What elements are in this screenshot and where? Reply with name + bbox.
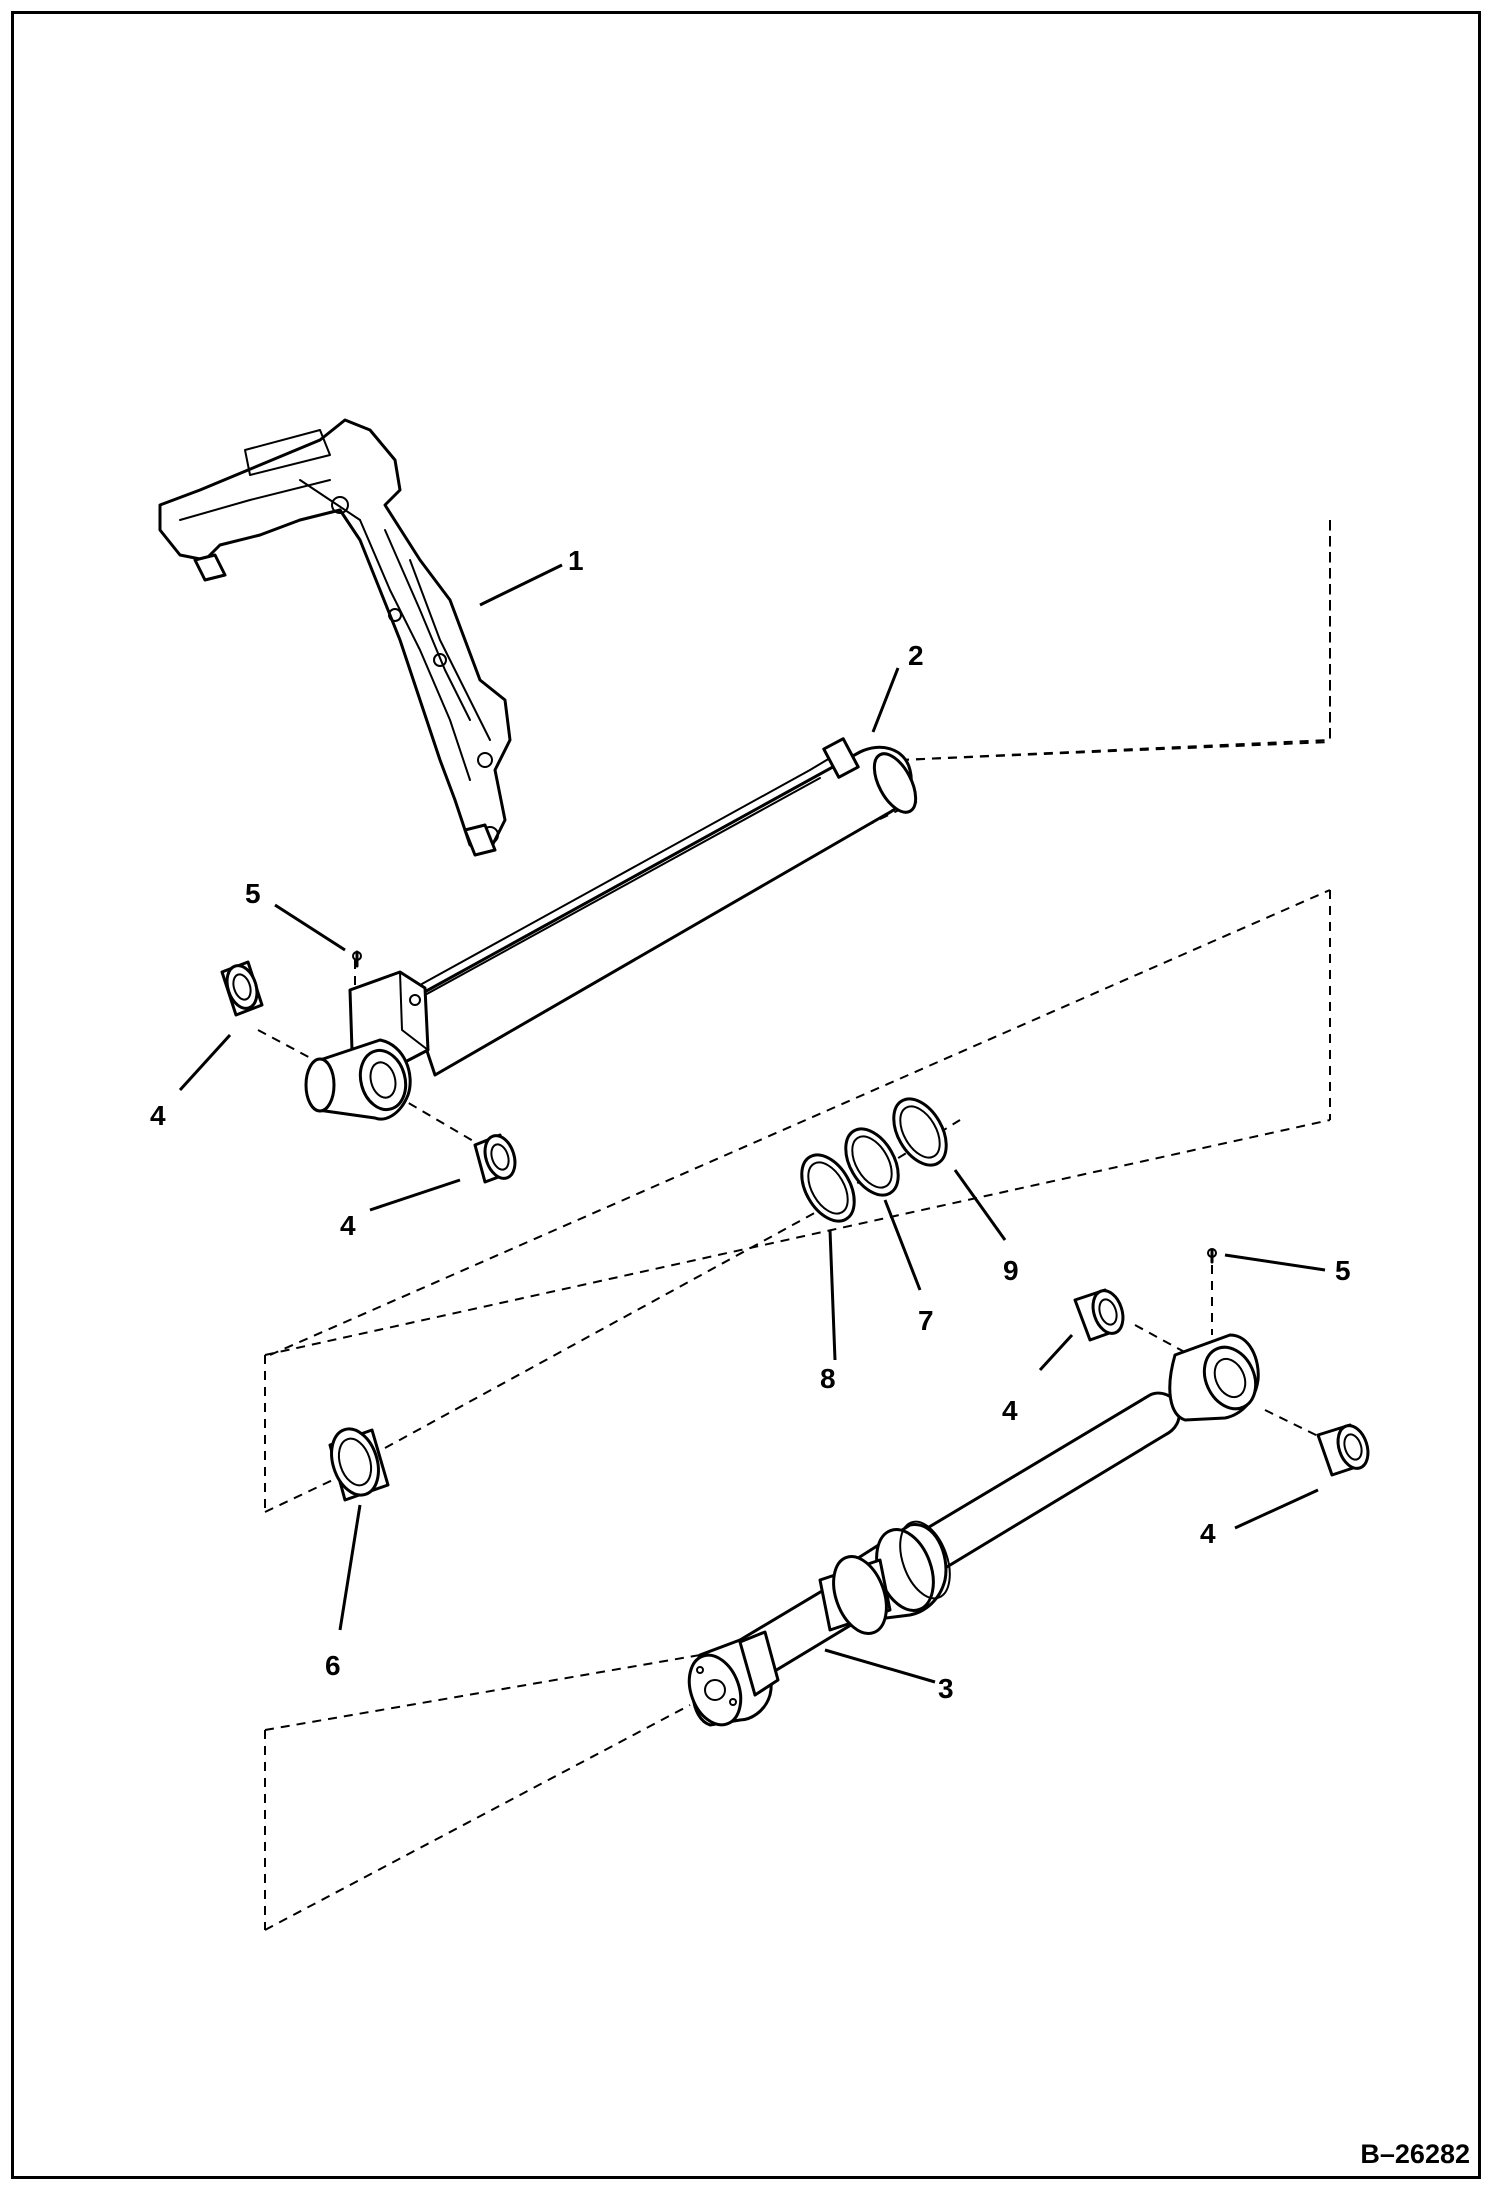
callout-4-upper-center: 4 [340,1210,356,1241]
callout-3: 3 [938,1673,954,1704]
alignment-lines [257,520,1331,1931]
grease-fitting-lower [1207,1248,1217,1264]
seal-ring-7 [844,1127,900,1197]
callout-labels: 1 2 3 4 4 4 4 5 5 6 7 8 9 [150,545,1351,1704]
bushing-upper-left [220,960,264,1017]
callout-2: 2 [908,640,924,671]
callout-4-lower-right: 4 [1200,1518,1216,1549]
callout-1: 1 [568,545,584,576]
callout-5-lower: 5 [1335,1255,1351,1286]
cylinder-barrel [304,737,918,1121]
callout-8: 8 [820,1363,836,1394]
callout-9: 9 [1003,1255,1019,1286]
callout-5-upper: 5 [245,878,261,909]
callout-7: 7 [918,1305,934,1336]
callout-6: 6 [325,1650,341,1681]
callout-4-upper-left: 4 [150,1100,166,1131]
diagram-frame [11,11,1481,2179]
figure-id: B–26282 [1360,2139,1470,2169]
grease-fitting-upper [352,950,362,968]
seal-ring-8 [800,1153,856,1223]
boom-arm-assembly [158,418,512,857]
callout-4-lower-left: 4 [1002,1395,1018,1426]
bushing-lower-left [1073,1288,1125,1342]
bushing-upper-center [473,1133,517,1184]
gland-nut [328,1427,390,1502]
leader-lines [178,563,1326,1684]
seal-ring-9 [892,1097,948,1167]
bushing-lower-right [1316,1423,1370,1477]
cylinder-rod [687,1333,1260,1727]
